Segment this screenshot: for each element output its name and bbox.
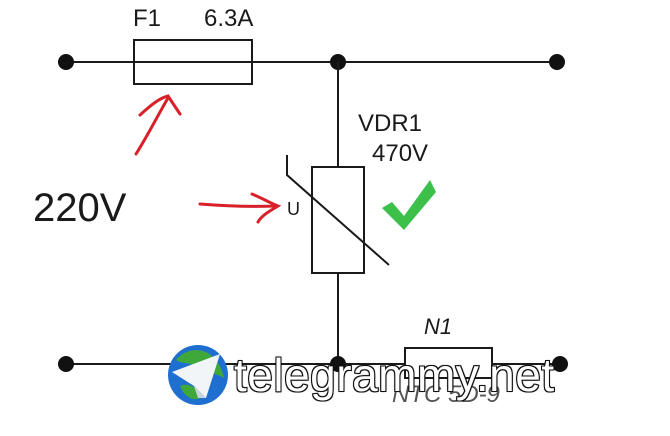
fuse-rating: 6.3A bbox=[204, 5, 254, 32]
terminal-top-right bbox=[549, 54, 565, 70]
terminal-top-left bbox=[58, 54, 74, 70]
terminal-bottom-left bbox=[58, 356, 74, 372]
ntc-symbol bbox=[404, 347, 493, 379]
varistor-rating: 470V bbox=[372, 140, 429, 167]
varistor-slash bbox=[286, 155, 390, 266]
input-voltage-label: 220V bbox=[33, 186, 127, 230]
ntc-label: N1 bbox=[424, 314, 453, 339]
telegram-globe-icon bbox=[168, 345, 228, 405]
watermark-icon-spacer bbox=[168, 345, 228, 405]
varistor-label: VDR1 bbox=[358, 110, 423, 137]
arrow-to-fuse-icon bbox=[134, 94, 182, 156]
fuse-label: F1 bbox=[133, 5, 162, 32]
watermark: telegrammy.net bbox=[168, 345, 555, 405]
arrow-to-varistor-icon bbox=[198, 192, 282, 224]
varistor-symbol-text: U bbox=[287, 199, 300, 219]
ntc-value: NTC 5D-9 bbox=[392, 381, 501, 408]
junction-bottom bbox=[330, 356, 346, 372]
terminal-bottom-right bbox=[552, 356, 568, 372]
check-mark-icon bbox=[382, 180, 436, 230]
watermark-text: telegrammy.net bbox=[233, 348, 555, 402]
